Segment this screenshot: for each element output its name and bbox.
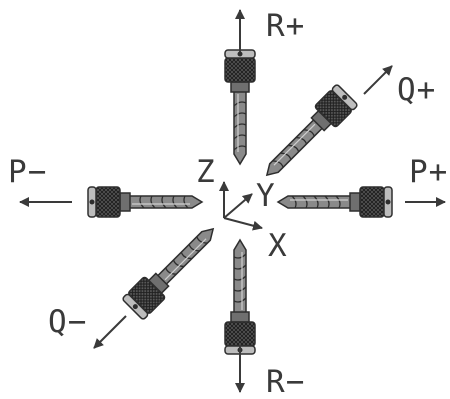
drill-bit-p-plus xyxy=(276,186,393,218)
drill-bit-r-plus xyxy=(224,49,256,166)
axis-y-label: Y xyxy=(256,178,275,214)
axis-z-label: Z xyxy=(196,154,215,190)
label-q-plus: Q+ xyxy=(397,72,436,108)
label-q-minus: Q− xyxy=(48,304,87,340)
label-r-minus: R− xyxy=(266,364,305,399)
label-p-plus: P+ xyxy=(409,154,448,190)
label-r-plus: R+ xyxy=(266,8,305,44)
axis-triad xyxy=(219,181,263,231)
drill-bit-r-minus xyxy=(224,238,256,355)
label-p-minus: P− xyxy=(8,154,47,190)
arrow-q-minus-icon xyxy=(93,315,127,349)
drill-bit-q-minus xyxy=(122,227,215,320)
drill-bits xyxy=(87,49,393,355)
axis-x-label: X xyxy=(268,228,287,264)
drill-bit-q-plus xyxy=(265,84,358,177)
arrow-q-plus-icon xyxy=(363,65,393,95)
drill-bit-p-minus xyxy=(87,186,204,218)
